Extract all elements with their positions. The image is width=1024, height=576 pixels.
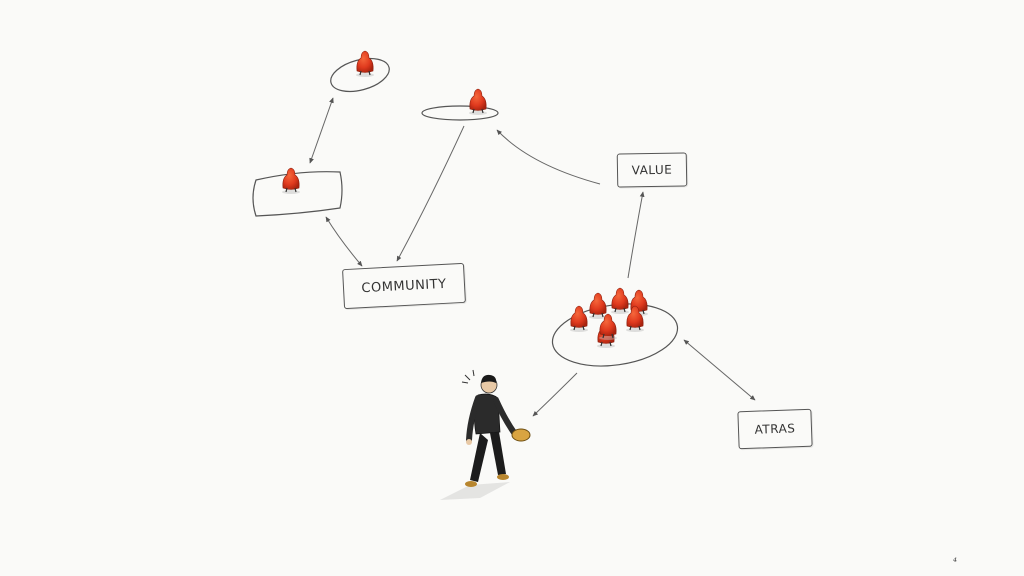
platform-top-center [421,88,499,121]
walking-man [440,369,531,500]
red-figure-icon [610,287,630,315]
value-label: VALUE [631,162,673,178]
artist-signature: ⁴ [953,557,958,568]
red-figure-icon [281,167,301,195]
value-box: VALUE [616,152,688,188]
platform-top-left [330,50,390,93]
atras-box: ATRAS [737,408,813,450]
platform-left [252,167,343,217]
coin-icon [511,428,531,442]
red-figure-icon [468,88,488,116]
community-box: COMMUNITY [342,262,466,310]
red-figure-icon [355,50,375,78]
red-figure-icon [588,292,608,320]
red-figure-icon [569,305,589,333]
atras-label: ATRAS [754,421,796,437]
connector-arrows [309,97,756,417]
community-label: COMMUNITY [361,276,447,296]
platform-group [551,287,679,367]
